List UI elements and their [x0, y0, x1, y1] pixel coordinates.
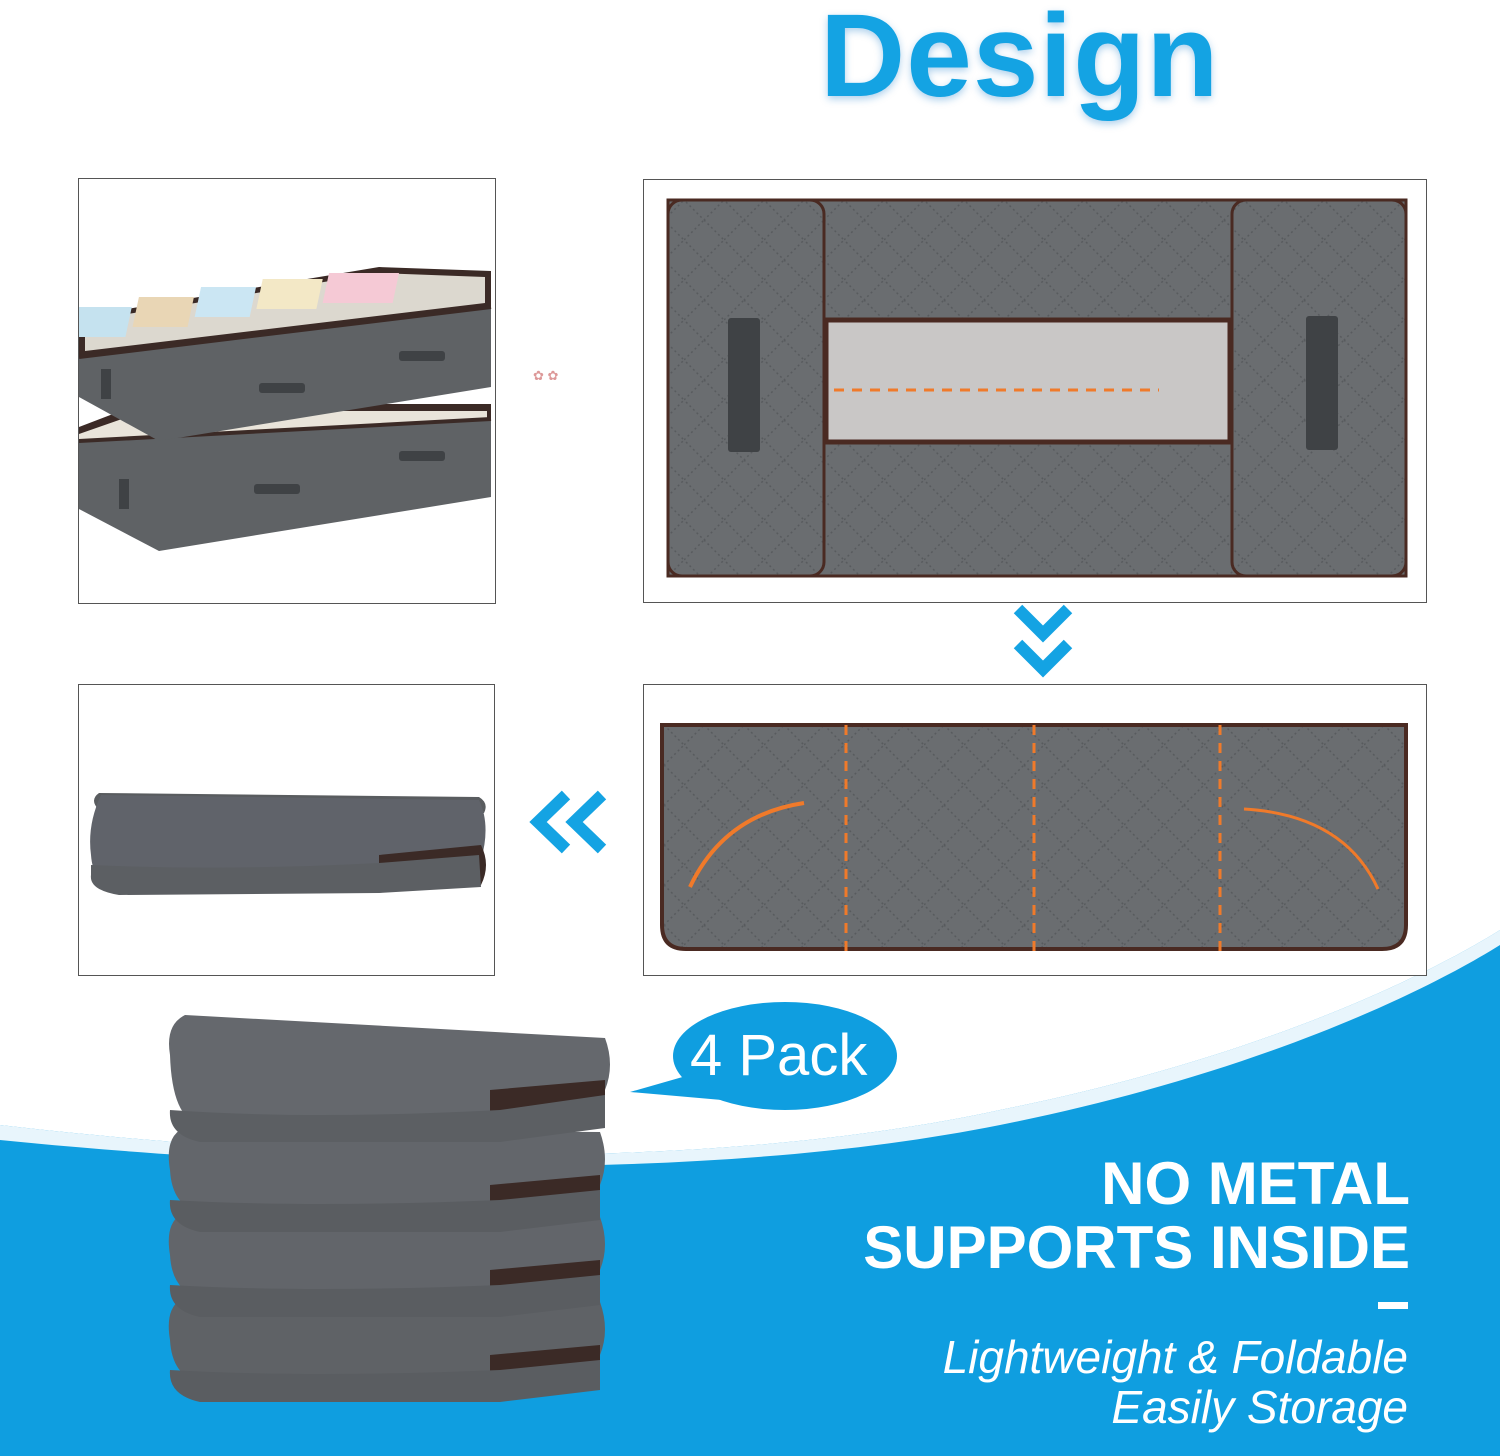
pack-speech-bubble — [630, 1002, 897, 1110]
panel-stacked-bags — [78, 178, 496, 604]
watermark-glyph: ✿ ✿ — [533, 368, 559, 383]
panel-folded-bag — [78, 684, 495, 976]
folded-bag-illustration — [90, 793, 486, 895]
stacked-folded-bags-illustration — [168, 1015, 610, 1402]
folded-bag-1 — [169, 1015, 610, 1142]
subline-line-1: Lightweight & Foldable — [942, 1331, 1408, 1383]
subline-line-2: Easily Storage — [1111, 1381, 1408, 1433]
panel-fold-lines — [643, 684, 1427, 976]
fold-lines-illustration — [660, 723, 1408, 955]
stacked-bags-illustration — [79, 267, 492, 551]
chevron-down-double-icon — [1013, 604, 1073, 678]
headline-line-1: NO METAL — [1101, 1150, 1410, 1217]
folded-bag-2 — [168, 1130, 605, 1232]
pack-badge-label: 4 Pack — [690, 1023, 868, 1088]
page-title: Design — [820, 0, 1220, 122]
panel-unfolded-bag — [643, 179, 1427, 603]
folded-bag-4 — [168, 1300, 605, 1402]
folded-bag-3 — [168, 1215, 605, 1317]
unfolded-bag-illustration — [666, 198, 1408, 578]
chevron-left-double-icon — [529, 790, 607, 854]
separator-dash — [1378, 1302, 1408, 1309]
headline-line-2: SUPPORTS INSIDE — [863, 1214, 1410, 1281]
